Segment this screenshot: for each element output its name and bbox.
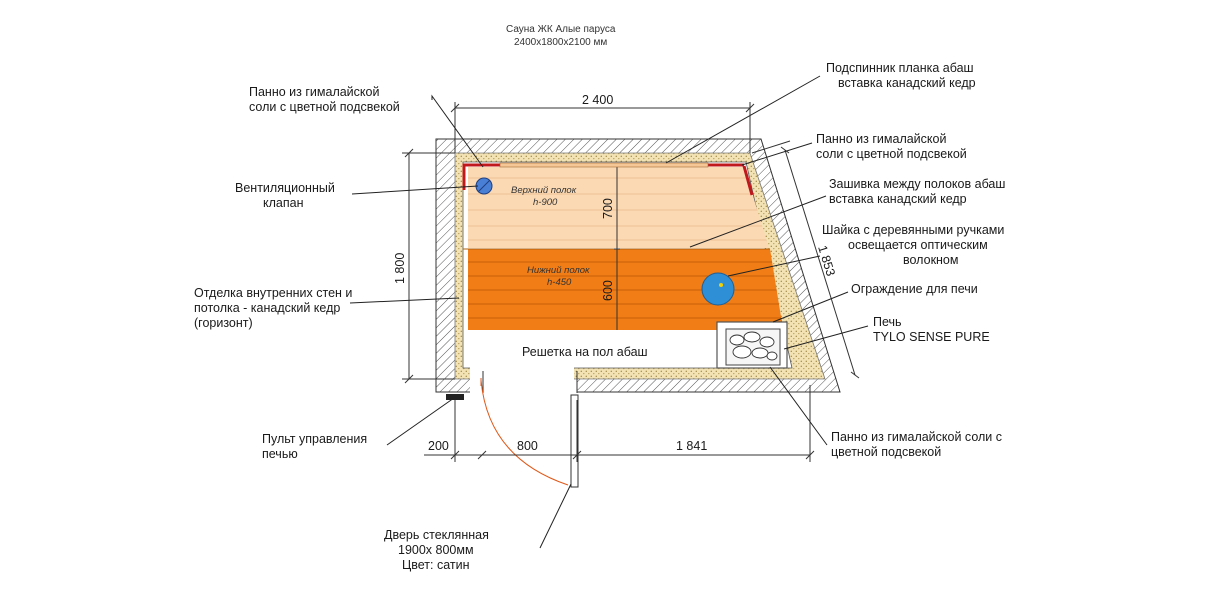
label-bucket-1: Шайка с деревянными ручками — [822, 223, 1004, 237]
label-wall-finish-2: потолка - канадский кедр — [194, 301, 340, 315]
upper-shelf — [468, 167, 769, 248]
salt-panel-top-left — [462, 163, 500, 190]
label-stove-2: TYLO SENSE PURE — [873, 330, 990, 344]
upper-shelf-height: h-900 — [533, 197, 558, 208]
label-stove-fence: Ограждение для печи — [851, 282, 978, 296]
label-door-2: 1900х 800мм — [398, 543, 474, 557]
lower-shelf-height: h-450 — [547, 277, 572, 288]
label-stove-1: Печь — [873, 315, 902, 329]
upper-shelf-name: Верхний полок — [511, 185, 577, 196]
lower-shelf-name: Нижний полок — [527, 265, 590, 276]
label-backrest-1: Подспинник планка абаш — [826, 61, 974, 75]
label-panel-top-left-1: Панно из гималайской — [249, 85, 379, 99]
stove-stones-icon — [729, 331, 778, 361]
dim-bottom-left: 200 — [428, 439, 449, 453]
label-panel-bottom-right-2: цветной подсвекой — [831, 445, 941, 459]
dim-upper-shelf: 700 — [601, 198, 615, 219]
label-backrest-2: вставка канадский кедр — [838, 76, 976, 90]
backrest-plank — [499, 162, 709, 168]
label-ventilation-1: Вентиляционный — [235, 181, 335, 195]
label-between-shelves-1: Зашивка между полоков абаш — [829, 177, 1005, 191]
label-wall-finish-1: Отделка внутренних стен и — [194, 286, 352, 300]
dim-width-top: 2 400 — [582, 93, 613, 107]
label-panel-top-right-2: соли с цветной подсвекой — [816, 147, 967, 161]
dim-lower-shelf: 600 — [601, 280, 615, 301]
label-panel-top-right-1: Панно из гималайской — [816, 132, 946, 146]
label-door-1: Дверь стеклянная — [384, 528, 489, 542]
label-wall-finish-3: (горизонт) — [194, 316, 253, 330]
dim-diagonal: 1 853 — [815, 244, 838, 278]
label-bucket-2: освещается оптическим — [848, 238, 988, 252]
label-door-3: Цвет: сатин — [402, 558, 470, 572]
lower-shelf — [468, 249, 782, 330]
label-ventilation-2: клапан — [263, 196, 304, 210]
door-leaf — [570, 394, 579, 488]
label-panel-bottom-right-1: Панно из гималайской соли с — [831, 430, 1002, 444]
diagram-subtitle: 2400x1800x2100 мм — [514, 37, 607, 48]
door-opening — [470, 366, 574, 394]
bucket-icon — [701, 272, 735, 306]
door-swing-arc — [480, 379, 569, 486]
label-between-shelves-2: вставка канадский кедр — [829, 192, 967, 206]
control-panel-icon — [446, 394, 464, 400]
dim-height-left: 1 800 — [393, 253, 407, 284]
label-control-1: Пульт управления — [262, 432, 367, 446]
diagram-title: Сауна ЖК Алые паруса — [506, 24, 616, 35]
label-bucket-3: волокном — [903, 253, 958, 267]
label-control-2: печью — [262, 447, 298, 461]
floor-grating-label: Решетка на пол абаш — [522, 345, 648, 359]
dim-bottom-door: 800 — [517, 439, 538, 453]
label-panel-top-left-2: соли с цветной подсвекой — [249, 100, 400, 114]
dim-bottom-right: 1 841 — [676, 439, 707, 453]
salt-panel-right-wall — [742, 165, 754, 196]
